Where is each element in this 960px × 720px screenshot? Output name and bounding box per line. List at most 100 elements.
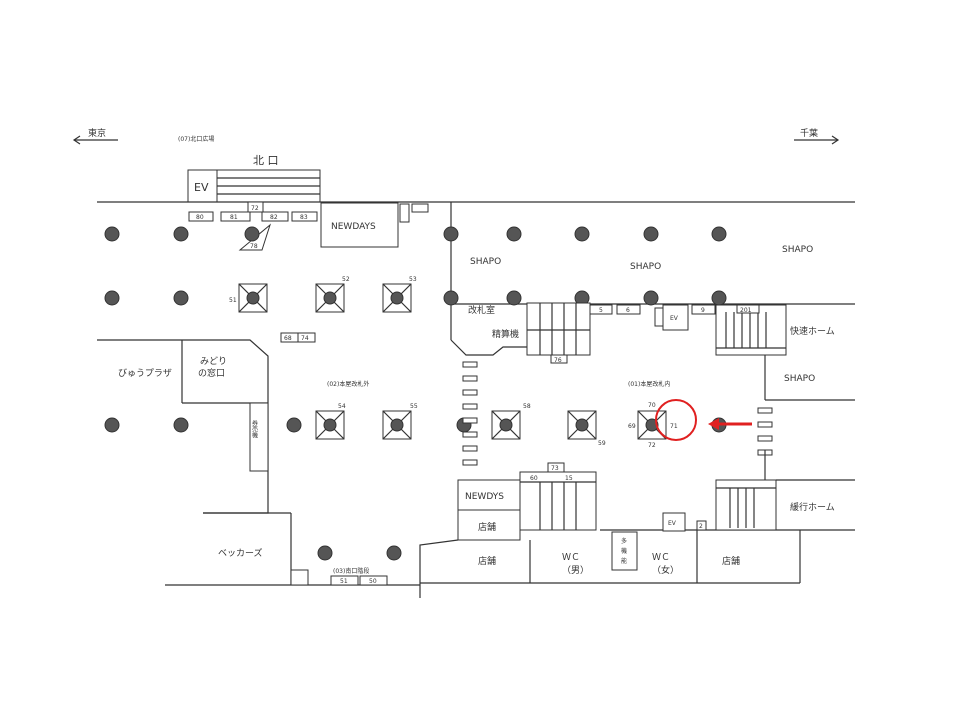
svg-text:80: 80 bbox=[196, 214, 204, 221]
svg-text:能: 能 bbox=[621, 557, 627, 565]
column bbox=[711, 290, 727, 306]
svg-text:EV: EV bbox=[194, 181, 209, 194]
svg-text:2: 2 bbox=[699, 523, 703, 530]
floor-marker bbox=[462, 389, 478, 396]
svg-text:50: 50 bbox=[369, 578, 377, 585]
column bbox=[173, 290, 189, 306]
svg-text:改札室: 改札室 bbox=[468, 304, 495, 316]
svg-text:15: 15 bbox=[565, 475, 573, 482]
svg-text:83: 83 bbox=[300, 214, 308, 221]
highlight-circle bbox=[655, 399, 697, 441]
svg-text:72: 72 bbox=[251, 205, 259, 212]
board bbox=[696, 520, 707, 531]
escalator bbox=[491, 410, 521, 440]
column bbox=[104, 290, 120, 306]
floor-marker bbox=[757, 435, 773, 442]
column bbox=[711, 226, 727, 242]
svg-text:58: 58 bbox=[523, 403, 531, 410]
column bbox=[506, 290, 522, 306]
svg-text:82: 82 bbox=[270, 214, 278, 221]
gate-structure-top: 76 bbox=[526, 302, 591, 364]
svg-text:EV: EV bbox=[670, 315, 679, 322]
column bbox=[286, 417, 302, 433]
column bbox=[104, 226, 120, 242]
column bbox=[386, 545, 402, 561]
svg-text:の窓口: の窓口 bbox=[198, 367, 225, 379]
column bbox=[104, 417, 120, 433]
column bbox=[643, 290, 659, 306]
svg-text:70: 70 bbox=[648, 402, 656, 409]
svg-text:78: 78 bbox=[250, 243, 258, 250]
svg-text:73: 73 bbox=[551, 465, 559, 472]
svg-text:60: 60 bbox=[530, 475, 538, 482]
rapid-platform-stairs: 201 bbox=[715, 304, 787, 356]
wc-women: ＷＣ bbox=[652, 553, 670, 563]
gate-structure-bottom: 60 15 73 bbox=[519, 462, 597, 531]
svg-text:72: 72 bbox=[648, 442, 656, 449]
shapo-label: SHAPO bbox=[630, 262, 661, 272]
board bbox=[589, 304, 613, 315]
svg-text:54: 54 bbox=[338, 403, 346, 410]
floor-marker bbox=[462, 445, 478, 452]
svg-text:51: 51 bbox=[340, 578, 348, 585]
column bbox=[574, 226, 590, 242]
floor-marker bbox=[462, 403, 478, 410]
svg-text:68: 68 bbox=[284, 335, 292, 342]
floor-marker bbox=[462, 459, 478, 466]
escalator bbox=[382, 283, 412, 313]
north-boards: 80 81 82 83 72 78 bbox=[188, 201, 318, 251]
shapo-label: SHAPO bbox=[470, 257, 501, 267]
beckers-label: ベッカーズ bbox=[218, 547, 263, 559]
escalator bbox=[238, 283, 268, 313]
svg-text:（女）: （女） bbox=[652, 564, 679, 576]
escalator bbox=[637, 410, 667, 440]
svg-text:69: 69 bbox=[628, 423, 636, 430]
svg-text:71: 71 bbox=[670, 423, 678, 430]
svg-text:店舗: 店舗 bbox=[722, 555, 740, 567]
north-exit-label: 北 口 bbox=[253, 154, 279, 167]
escalator bbox=[382, 410, 412, 440]
small-box bbox=[411, 203, 429, 213]
north-stairs bbox=[216, 169, 321, 203]
svg-text:59: 59 bbox=[598, 440, 606, 447]
svg-text:(02)本屋改札外: (02)本屋改札外 bbox=[327, 380, 369, 388]
svg-text:81: 81 bbox=[230, 214, 238, 221]
svg-text:券売機: 券売機 bbox=[251, 419, 258, 439]
floor-marker bbox=[462, 431, 478, 438]
local-platform-stairs bbox=[715, 450, 855, 531]
ticket-machine bbox=[249, 402, 269, 472]
escalators bbox=[238, 283, 667, 440]
board bbox=[330, 575, 359, 586]
floor-marker bbox=[757, 421, 773, 428]
svg-text:（男）: （男） bbox=[562, 565, 589, 576]
svg-text:NEWDAYS: NEWDAYS bbox=[331, 222, 376, 232]
ev-bottom bbox=[662, 512, 686, 532]
floor-marker bbox=[462, 417, 478, 424]
svg-text:52: 52 bbox=[342, 276, 350, 283]
local-platform-label: 緩行ホーム bbox=[790, 501, 835, 513]
rapid-platform-label: 快速ホーム bbox=[790, 325, 835, 337]
column bbox=[506, 226, 522, 242]
view-plaza-label: びゅうプラザ bbox=[118, 368, 172, 379]
direction-chiba: 千葉 bbox=[794, 127, 840, 145]
small-box bbox=[654, 307, 664, 327]
svg-text:51: 51 bbox=[229, 297, 237, 304]
svg-text:74: 74 bbox=[301, 335, 309, 342]
svg-text:9: 9 bbox=[701, 307, 705, 314]
svg-text:多: 多 bbox=[621, 537, 627, 545]
svg-text:千葉: 千葉 bbox=[800, 127, 818, 139]
svg-text:76: 76 bbox=[554, 357, 562, 364]
column bbox=[173, 417, 189, 433]
newdys-shop bbox=[457, 479, 521, 511]
svg-text:東京: 東京 bbox=[88, 127, 106, 139]
svg-text:店舗: 店舗 bbox=[478, 521, 496, 533]
shapo-label: SHAPO bbox=[782, 245, 813, 255]
small-box bbox=[399, 203, 410, 223]
escalator bbox=[315, 410, 345, 440]
svg-text:5: 5 bbox=[599, 307, 603, 314]
svg-text:53: 53 bbox=[409, 276, 417, 283]
svg-text:EV: EV bbox=[668, 520, 677, 527]
svg-text:(03)南口階段: (03)南口階段 bbox=[333, 567, 369, 575]
svg-text:201: 201 bbox=[740, 307, 752, 314]
